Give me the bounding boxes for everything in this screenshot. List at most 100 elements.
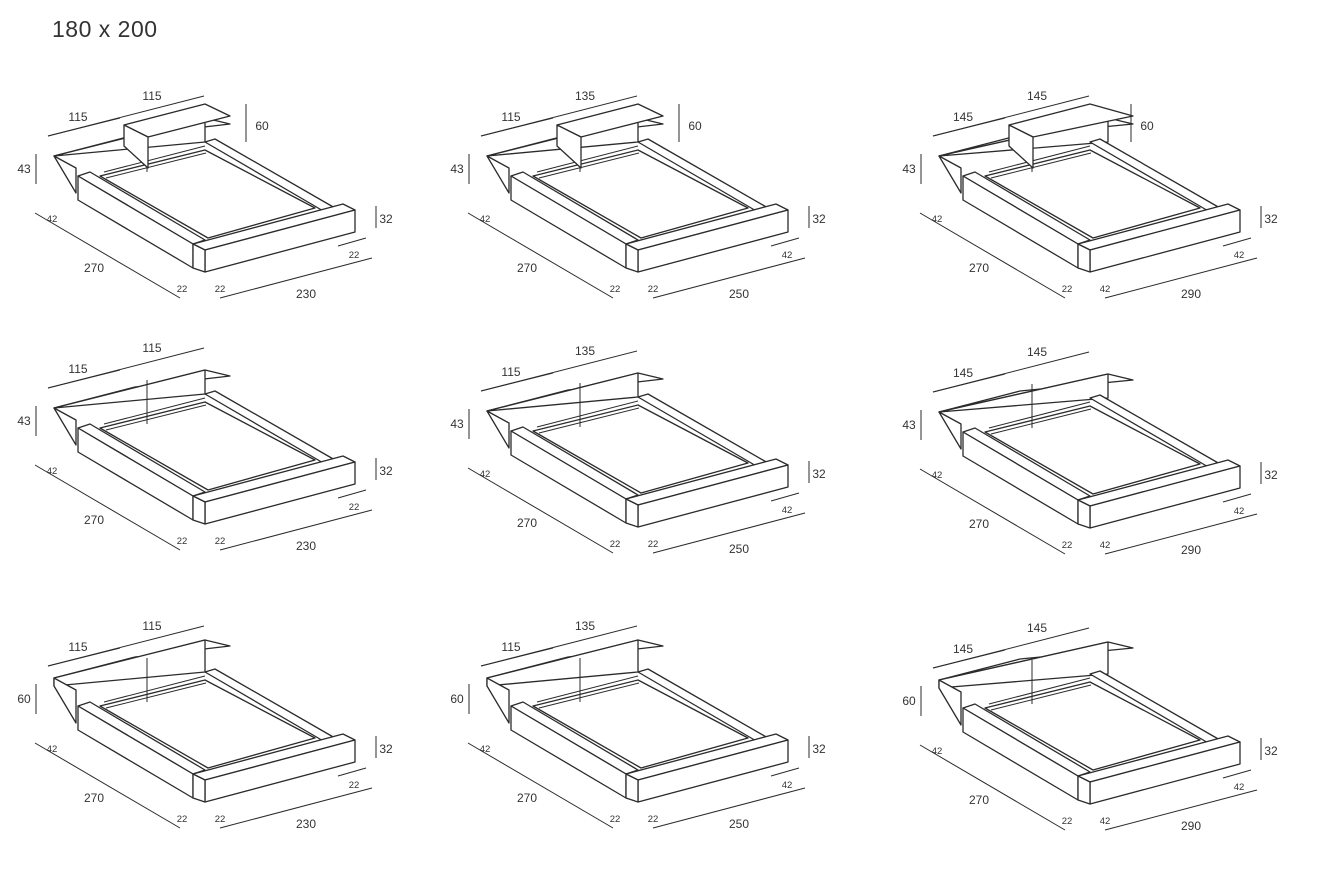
- dim-line-length: [34, 212, 181, 299]
- dim-line-side-end: [337, 767, 367, 777]
- slat-rail: [990, 152, 1092, 179]
- dim-side-end-label: 42: [782, 250, 793, 261]
- foot-rail-end: [1077, 775, 1091, 805]
- dim-headboard-height-label: 43: [17, 414, 31, 428]
- dim-line-length: [919, 468, 1066, 555]
- dim-headboard-height-label: 60: [450, 692, 464, 706]
- dim-line-length: [34, 464, 181, 551]
- slat-rail: [538, 152, 640, 179]
- dim-headboard-height-label: 60: [17, 692, 31, 706]
- dim-line-width: [219, 257, 373, 299]
- slat-rail: [105, 682, 207, 709]
- dim-foot-right-label: 22: [215, 536, 226, 547]
- dim-foot-right-label: 42: [1100, 540, 1111, 551]
- raised-cushion-side: [1008, 124, 1034, 169]
- headboard-side: [486, 677, 510, 724]
- headboard-side: [53, 407, 77, 446]
- dim-depth-label: 42: [932, 214, 943, 225]
- dim-headboard-height-label: 43: [17, 162, 31, 176]
- slat-rail: [105, 404, 207, 431]
- dim-top-right-label: 145: [1027, 621, 1047, 635]
- dim-top-left-label: 115: [68, 640, 87, 654]
- dim-rail-height-label: 32: [812, 212, 826, 226]
- dim-line-length: [919, 212, 1066, 299]
- dim-foot-right-label: 22: [648, 539, 659, 550]
- dim-headboard-height-label: 60: [902, 694, 916, 708]
- dim-rail-height-label: 32: [379, 742, 393, 756]
- dim-headboard-height-label: 43: [902, 162, 916, 176]
- dim-line-length: [467, 742, 614, 829]
- dim-foot-right-label: 42: [1100, 816, 1111, 827]
- dim-headboard-height-label: 43: [450, 417, 464, 431]
- slat-rail: [536, 400, 639, 428]
- dim-width-label: 230: [296, 287, 316, 301]
- dim-top-right-label: 145: [1027, 345, 1047, 359]
- dim-width-label: 290: [1181, 543, 1201, 557]
- dim-foot-left-label: 22: [1062, 284, 1073, 295]
- dim-line-width: [652, 512, 806, 554]
- dim-top-right-label: 145: [1027, 89, 1047, 103]
- dim-foot-left-label: 22: [1062, 540, 1073, 551]
- dim-side-end-label: 42: [782, 780, 793, 791]
- dim-line-width: [652, 257, 806, 299]
- dim-foot-right-label: 22: [648, 814, 659, 825]
- dim-foot-right-label: 22: [648, 284, 659, 295]
- dim-right-height-label: 60: [1140, 119, 1154, 133]
- dim-line-top-left: [480, 117, 554, 137]
- headboard-side: [53, 677, 77, 724]
- dim-top-right-label: 135: [575, 89, 595, 103]
- slat-rail: [105, 152, 207, 179]
- dim-depth-label: 42: [480, 469, 491, 480]
- dim-line-side-end: [337, 237, 367, 247]
- dim-line-length: [919, 744, 1066, 831]
- dim-length-label: 270: [84, 513, 104, 527]
- slat-base: [99, 401, 316, 491]
- headboard-side: [486, 410, 510, 449]
- dim-top-right-label: 135: [575, 344, 595, 358]
- dim-line-width: [219, 787, 373, 829]
- slat-rail: [988, 677, 1091, 705]
- dim-top-right-label: 135: [575, 619, 595, 633]
- slat-rail: [103, 145, 206, 173]
- dim-line-side-end: [337, 489, 367, 499]
- dim-depth-label: 42: [47, 466, 58, 477]
- headboard-side: [486, 155, 510, 194]
- headboard-side: [53, 155, 77, 194]
- dim-line-top-left: [47, 369, 121, 389]
- dim-foot-right-label: 42: [1100, 284, 1111, 295]
- dim-side-end-label: 42: [782, 505, 793, 516]
- dim-foot-right-label: 22: [215, 814, 226, 825]
- dim-width-label: 250: [729, 817, 749, 831]
- dim-top-left-label: 115: [501, 640, 520, 654]
- dim-top-left-label: 115: [501, 365, 520, 379]
- dim-line-side-end: [770, 492, 800, 502]
- dim-top-left-label: 115: [68, 110, 87, 124]
- headboard-front: [486, 372, 639, 412]
- headboard-side: [938, 411, 962, 450]
- dim-depth-label: 42: [932, 746, 943, 757]
- slat-base: [532, 404, 749, 494]
- foot-rail-end: [625, 498, 639, 528]
- dim-side-end-label: 42: [1234, 782, 1245, 793]
- dim-width-label: 230: [296, 539, 316, 553]
- slat-rail: [103, 397, 206, 425]
- dim-line-top-left: [480, 372, 554, 392]
- slat-base: [532, 679, 749, 769]
- dim-side-end-label: 22: [349, 780, 360, 791]
- dim-foot-left-label: 22: [177, 284, 188, 295]
- slat-rail: [988, 145, 1091, 173]
- dim-depth-label: 42: [47, 214, 58, 225]
- dim-top-left-label: 145: [953, 366, 973, 380]
- dim-rail-height-label: 32: [1264, 468, 1278, 482]
- slat-base: [99, 679, 316, 769]
- dim-foot-left-label: 22: [610, 814, 621, 825]
- foot-rail-end: [1077, 499, 1091, 529]
- dim-top-left-label: 145: [953, 642, 973, 656]
- headboard-side: [938, 155, 962, 194]
- dim-line-top-left: [932, 649, 1006, 669]
- slat-base: [984, 405, 1201, 495]
